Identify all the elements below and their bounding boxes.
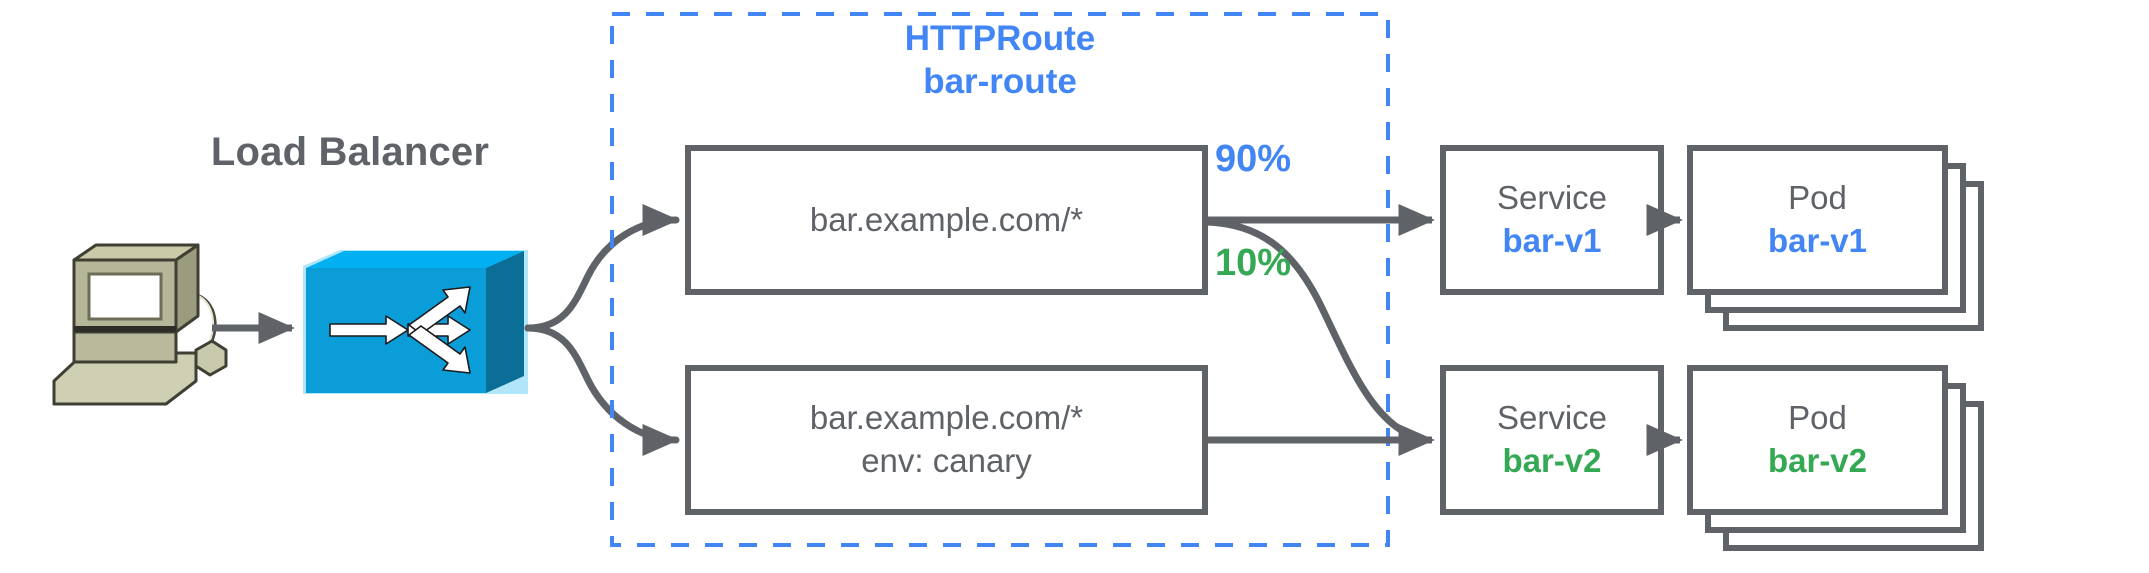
rule-box-default (685, 145, 1208, 295)
httproute-boundary (610, 12, 1390, 547)
arrow-lb-to-rule-canary (524, 324, 680, 456)
load-balancer-switch-icon (303, 250, 528, 394)
arrow-lb-to-rule-default (524, 204, 680, 332)
computer-workstation-icon (52, 243, 228, 406)
service-box-bar-v1 (1440, 145, 1664, 295)
service-box-bar-v2 (1440, 365, 1664, 515)
rule-box-canary (685, 365, 1208, 515)
pod-stack-bar-v2 (1687, 365, 1984, 551)
pod-stack-bar-v1 (1687, 145, 1984, 331)
curve-10-to-service-v2 (1203, 218, 1428, 444)
